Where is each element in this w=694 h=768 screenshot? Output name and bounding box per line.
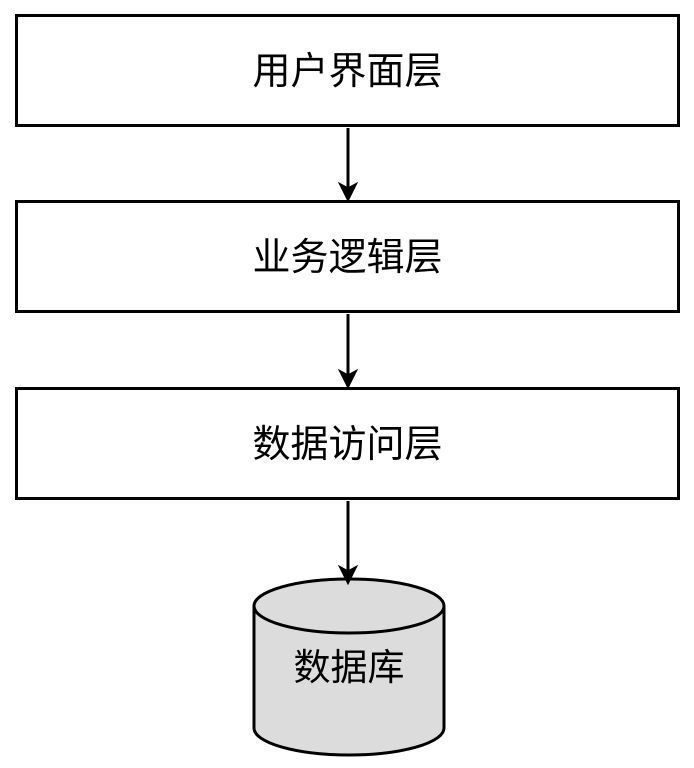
node-data-access-layer-label: 数据访问层 [252,421,443,466]
cylinder-body [252,604,446,757]
node-database-label: 数据库 [293,645,405,689]
node-data-access-layer[interactable]: 数据访问层 [15,387,680,500]
node-ui-layer-label: 用户界面层 [252,48,443,93]
node-business-layer[interactable]: 业务逻辑层 [15,200,680,313]
node-business-layer-label: 业务逻辑层 [252,234,443,279]
node-ui-layer[interactable]: 用户界面层 [15,14,680,127]
node-database[interactable]: 数据库 [252,579,446,755]
